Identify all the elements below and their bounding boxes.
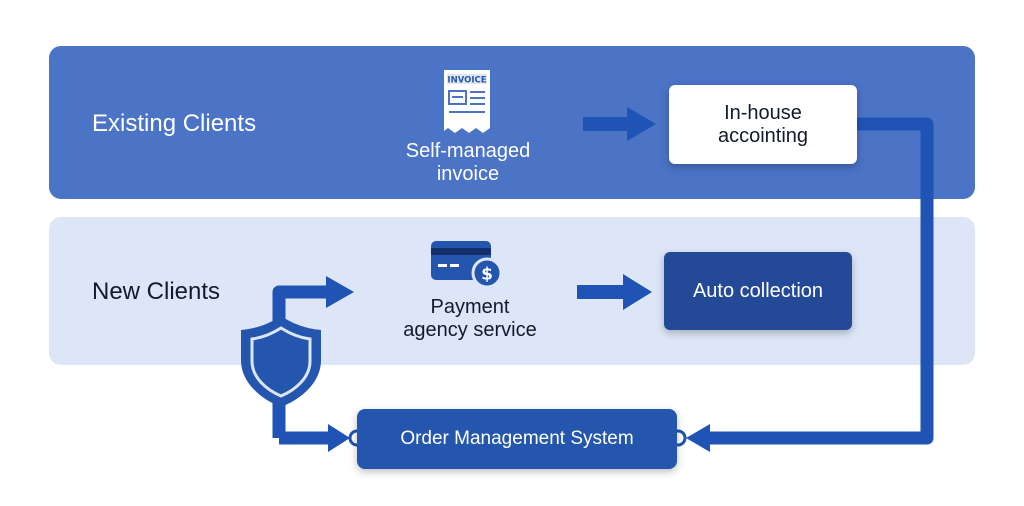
self-managed-invoice-caption: Self-managed invoice	[384, 140, 552, 186]
payment-caption-line2: agency service	[403, 319, 537, 341]
in-house-line2: accointing	[717, 124, 809, 147]
arrow-invoice-to-inhouse	[583, 107, 656, 141]
payment-caption-line1: Payment	[430, 296, 510, 318]
in-house-line1: In-house	[724, 101, 802, 124]
existing-clients-label: Existing Clients	[92, 110, 257, 137]
invoice-icon: INVOICE	[444, 70, 490, 133]
new-clients-label: New Clients	[92, 278, 221, 305]
svg-text:$: $	[481, 265, 493, 285]
order-management-system-box: Order Management System	[357, 409, 677, 469]
invoice-caption-line2: invoice	[436, 163, 500, 185]
shield-icon	[241, 316, 321, 407]
in-house-accounting-box: In-house accointing	[669, 85, 857, 164]
arrow-payment-to-auto	[577, 274, 652, 310]
arrow-inhouse-to-oms	[669, 117, 934, 452]
auto-collection-box: Auto collection	[664, 252, 852, 330]
invoice-icon-label: INVOICE	[447, 76, 486, 86]
credit-card-dollar-icon: $	[431, 241, 503, 289]
invoice-caption-line1: Self-managed	[405, 140, 531, 162]
payment-agency-caption: Payment agency service	[380, 296, 560, 342]
arrow-to-oms-left	[279, 424, 366, 452]
